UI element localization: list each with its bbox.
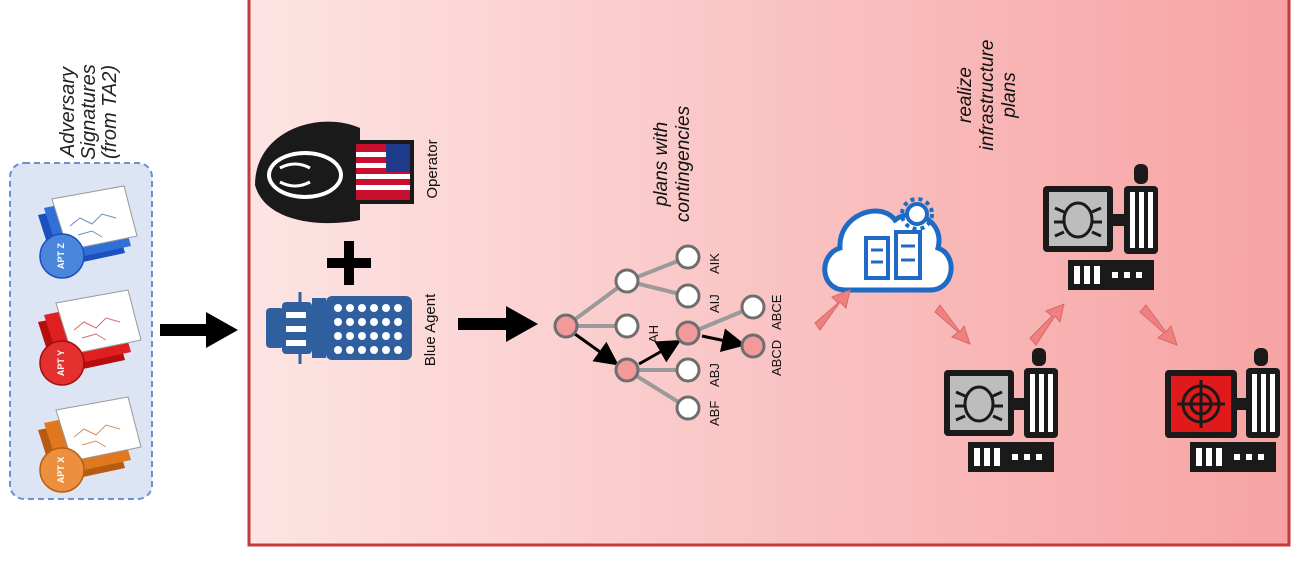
infected-computer-icon (944, 348, 1058, 472)
signature-card-apt-z (38, 185, 138, 279)
signatures-title-line: Signatures (78, 64, 100, 160)
realize-caption-line: plans (999, 72, 1020, 118)
plans-caption-line: plans with (651, 121, 672, 207)
realize-caption-line: realize (955, 67, 976, 123)
dalek-blue-agent-icon (266, 292, 412, 364)
signatures-title-line: Adversary (57, 66, 79, 158)
realize-caption-line: infrastructure (977, 39, 998, 151)
tree-label: ABJ (707, 363, 722, 387)
blue-agent-label: Blue Agent (422, 293, 439, 367)
tree-label: AH (646, 324, 661, 343)
arrow-agent-to-plans (458, 306, 538, 342)
operator-hacker-icon (255, 121, 414, 224)
apt-label: APT Z (56, 243, 66, 269)
apt-label: APT Y (56, 349, 66, 377)
plans-caption-line: contingencies (673, 105, 694, 223)
signature-card-apt-y (38, 289, 142, 386)
tree-label: AIK (707, 253, 722, 274)
operator-label: Operator (424, 139, 441, 199)
signature-card-apt-x (38, 396, 142, 493)
plans-caption: plans with contingencies (651, 99, 699, 229)
arrow-signatures-to-agent (160, 312, 238, 348)
apt-label: APT X (56, 456, 66, 484)
tree-label: ABF (707, 400, 722, 426)
plus-sign-graphic (327, 241, 371, 285)
cloud-server-gear-icon (822, 197, 954, 293)
target-computer-icon (1165, 348, 1280, 472)
infected-computer-icon (1043, 164, 1158, 290)
tree-label: ABCD (769, 339, 784, 376)
realize-caption: realize infrastructure plans (955, 25, 1025, 165)
signatures-title: Adversary Signatures (from TA2) (57, 42, 122, 182)
tree-label: AIJ (707, 294, 722, 313)
tree-label: ABCE (769, 294, 784, 330)
signatures-title-line: (from TA2) (99, 64, 121, 160)
pink-flow-arrows (814, 289, 1178, 346)
plan-tree (553, 244, 766, 421)
